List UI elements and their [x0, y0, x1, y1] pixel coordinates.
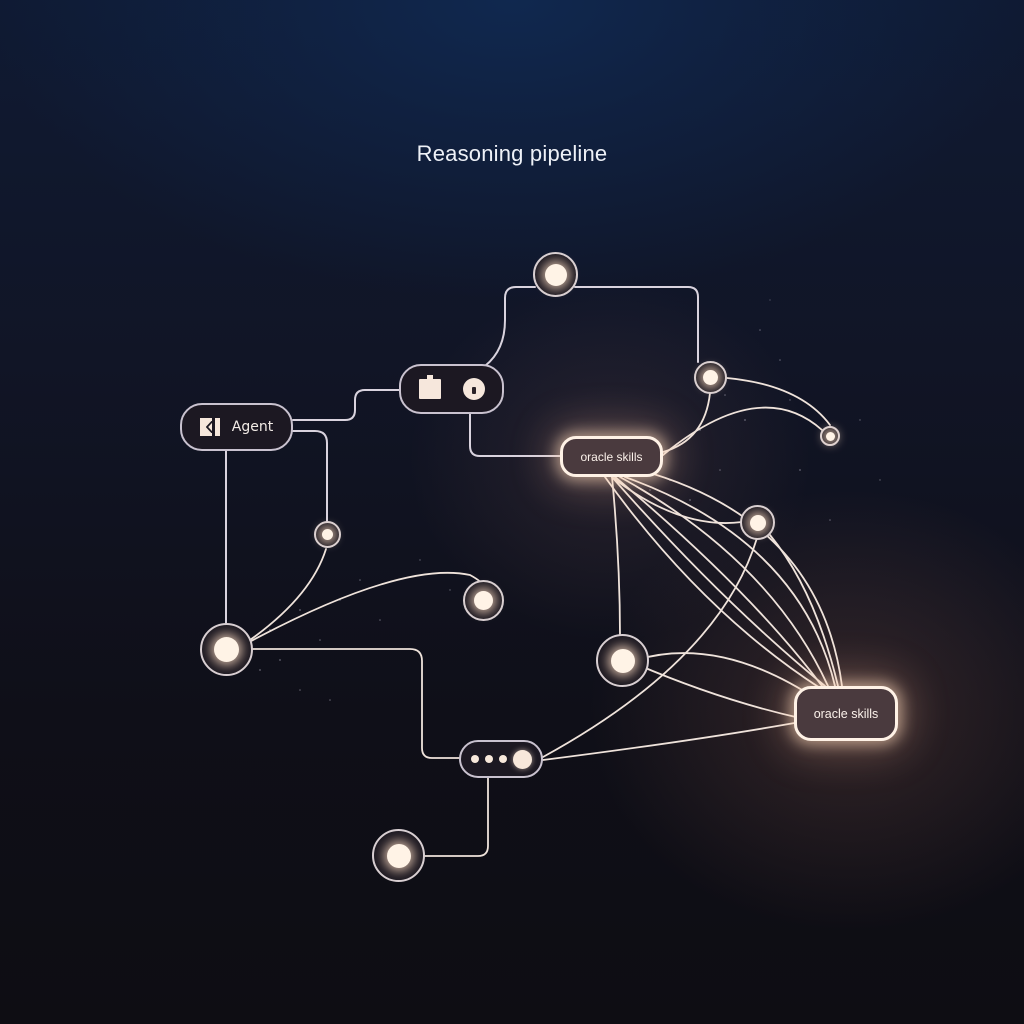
oracle-skills-node-secondary[interactable]: oracle skills	[794, 686, 898, 741]
tools-node[interactable]	[399, 364, 504, 414]
circle-node-left-mid-small[interactable]	[314, 521, 341, 548]
agent-icon	[199, 418, 220, 436]
dots-node[interactable]	[459, 740, 543, 778]
circle-node-far-right-small[interactable]	[820, 426, 840, 446]
dot-icon	[498, 755, 507, 763]
dot-icon	[470, 755, 479, 763]
oracle-skills-label: oracle skills	[813, 706, 879, 721]
oracle-skills-node-primary[interactable]: oracle skills	[560, 436, 663, 477]
curve-lines	[239, 377, 843, 857]
diagram-title: Reasoning pipeline	[416, 141, 608, 166]
circle-node-top[interactable]	[533, 252, 578, 297]
circle-node-right-upper[interactable]	[694, 361, 727, 394]
circle-node-center-mid[interactable]	[463, 580, 504, 621]
circle-node-bottom-left[interactable]	[372, 829, 425, 882]
circle-node-center-right-large[interactable]	[596, 634, 649, 687]
agent-node[interactable]: Agent	[180, 403, 293, 451]
dot-icon	[484, 755, 493, 763]
cup-icon	[462, 378, 485, 400]
circle-node-left-large[interactable]	[200, 623, 253, 676]
circle-node-right-mid[interactable]	[740, 505, 775, 540]
connector-lines	[225, 286, 699, 628]
agent-label: Agent	[231, 419, 274, 435]
particle-field	[259, 299, 881, 701]
dot-large-icon	[512, 749, 532, 769]
oracle-skills-label: oracle skills	[580, 449, 643, 464]
box-icon	[418, 375, 441, 399]
